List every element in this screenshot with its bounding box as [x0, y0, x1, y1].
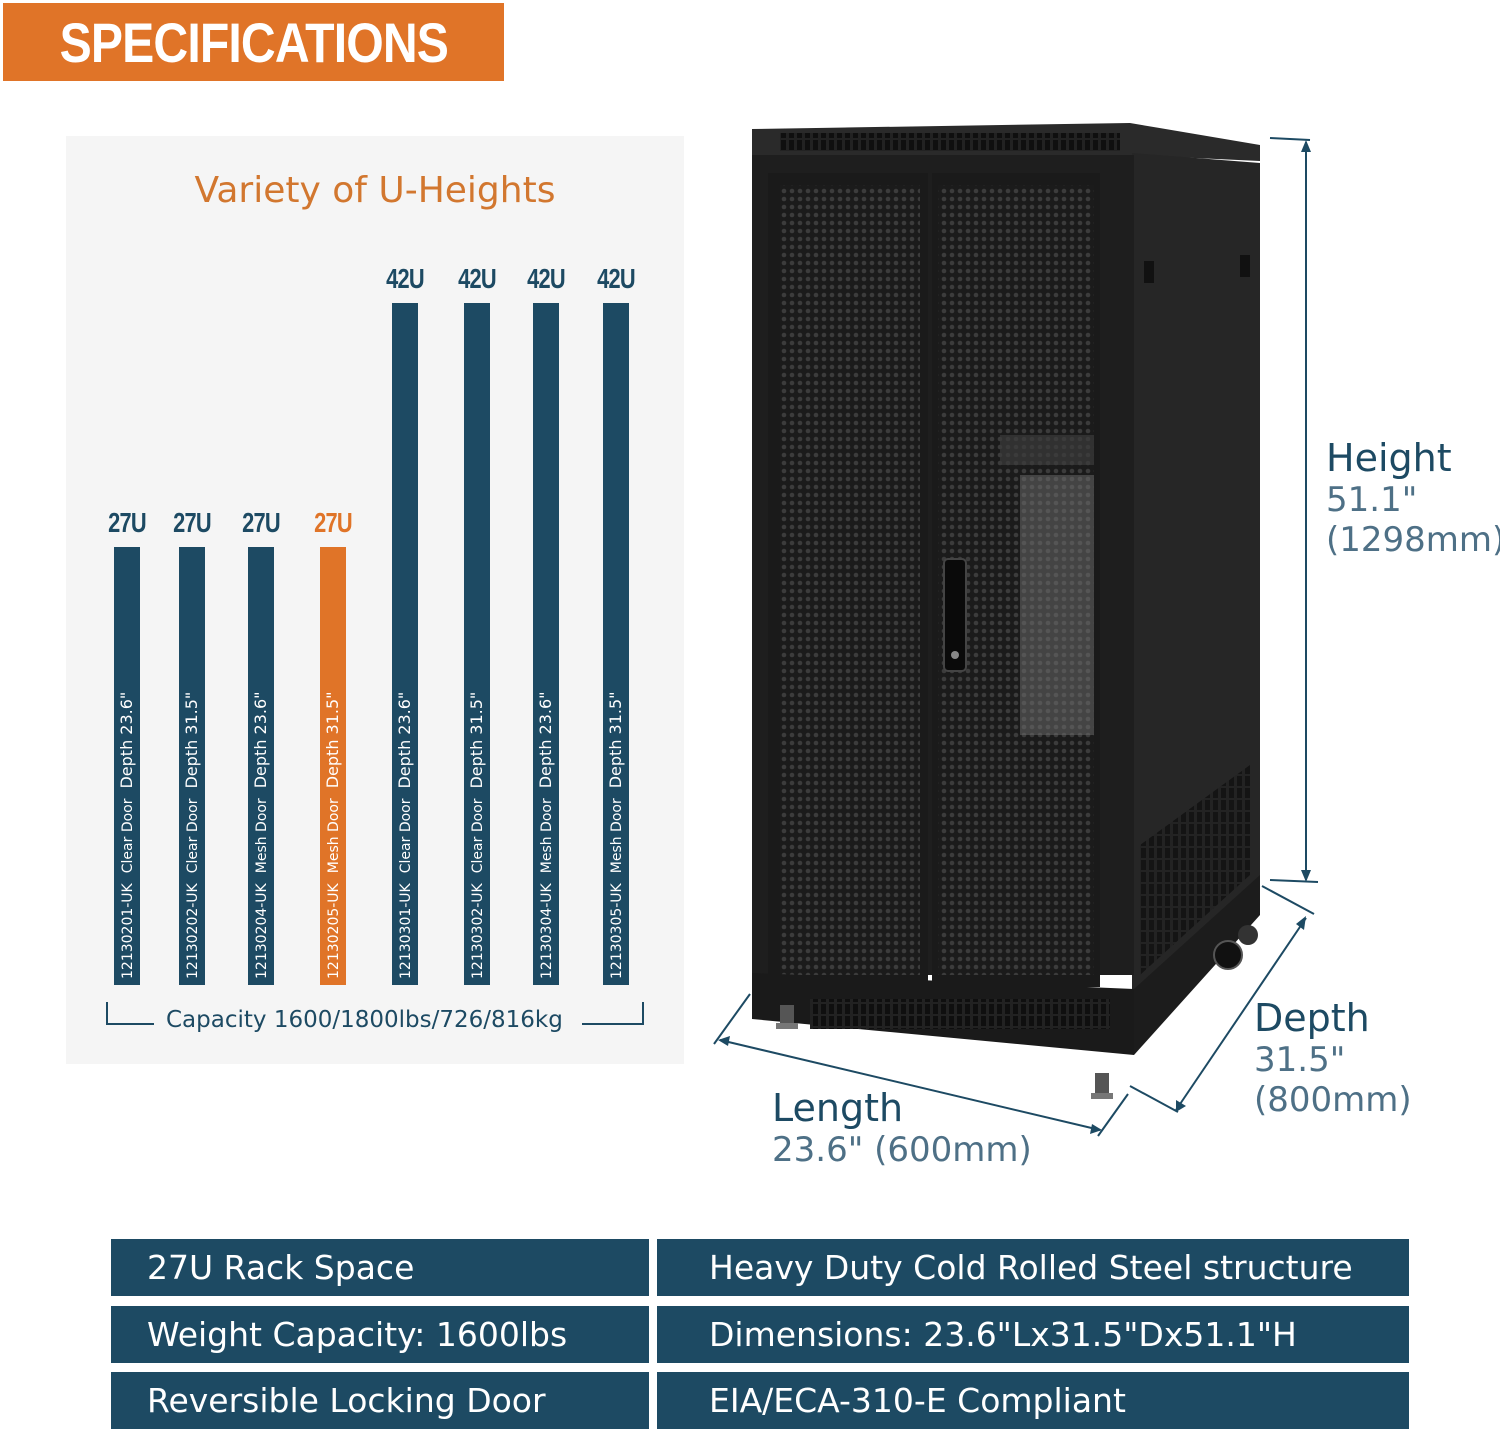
depth-inches: 31.5"	[1254, 1040, 1346, 1080]
length-value: 23.6" (600mm)	[772, 1130, 1032, 1170]
u-height-label: 27U	[108, 506, 147, 538]
depth-title: Depth	[1254, 996, 1370, 1040]
height-label: Height 51.1" (1298mm)	[1326, 436, 1500, 560]
spec-steel-structure: Heavy Duty Cold Rolled Steel structure	[657, 1239, 1409, 1296]
spec-dimensions: Dimensions: 23.6"Lx31.5"Dx51.1"H	[657, 1306, 1409, 1363]
height-title: Height	[1326, 436, 1452, 480]
panel-title: Variety of U-Heights	[194, 170, 556, 211]
spec-eia-compliant: EIA/ECA-310-E Compliant	[657, 1372, 1409, 1429]
specifications-banner: SPECIFICATIONS	[3, 3, 504, 81]
u-height-bar: 12130201-UKClear DoorDepth 23.6"	[114, 546, 140, 985]
u-height-label: 42U	[527, 263, 566, 294]
capacity-text: Capacity 1600/1800lbs/726/816kg	[166, 1007, 563, 1033]
capacity-bracket: Capacity 1600/1800lbs/726/816kg	[106, 1002, 644, 1033]
height-inches: 51.1"	[1326, 480, 1418, 520]
u-height-label: 27U	[242, 506, 281, 538]
length-title: Length	[772, 1086, 904, 1130]
u-height-bar: 12130301-UKClear DoorDepth 23.6"	[392, 303, 418, 985]
height-mm: (1298mm)	[1326, 520, 1500, 560]
u-height-label: 27U	[314, 506, 353, 538]
u-height-label: 42U	[597, 263, 636, 294]
u-height-bar: 12130202-UKClear DoorDepth 31.5"	[179, 546, 205, 985]
u-height-bar: 12130302-UKClear DoorDepth 31.5"	[464, 303, 490, 985]
length-label: Length 23.6" (600mm)	[772, 1086, 1032, 1170]
spec-weight-capacity: Weight Capacity: 1600lbs	[111, 1306, 649, 1363]
banner-title: SPECIFICATIONS	[59, 10, 448, 74]
spec-rack-space: 27U Rack Space	[111, 1239, 649, 1296]
u-height-label: 42U	[458, 263, 497, 294]
u-height-bar: 12130305-UKMesh DoorDepth 31.5"	[603, 303, 629, 985]
depth-mm: (800mm)	[1254, 1080, 1412, 1120]
u-height-bar: 12130205-UKMesh DoorDepth 31.5"	[320, 546, 346, 985]
spec-locking-door: Reversible Locking Door	[111, 1372, 649, 1429]
u-height-bar: 12130204-UKMesh DoorDepth 23.6"	[248, 546, 274, 985]
server-cabinet-image	[752, 123, 1260, 1099]
depth-label: Depth 31.5" (800mm)	[1254, 996, 1412, 1120]
u-height-label: 42U	[386, 263, 425, 294]
u-height-bar: 12130304-UKMesh DoorDepth 23.6"	[533, 303, 559, 985]
u-height-label: 27U	[173, 506, 212, 538]
u-heights-panel: Variety of U-Heights 27U 12130201-UKClear…	[66, 136, 684, 1064]
